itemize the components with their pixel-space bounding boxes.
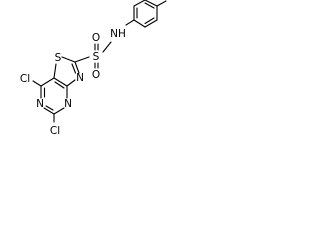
atom-labels: S S O O NH N N N Cl Cl [20,28,126,137]
bond-aryl-5-inner [144,17,155,25]
bond-aryl-5 [144,19,158,28]
atom-label-cl-bottom: Cl [50,125,60,137]
bond-aryl-6 [133,19,146,28]
bond-c7-cl [32,80,42,87]
atom-label-n-thiazole: N [76,72,84,84]
bond-s-nh [102,41,112,53]
bond-c2-n3-inner [71,63,77,74]
bond-n3-c3a [66,79,76,87]
atom-label-nh: NH [110,28,126,40]
atom-label-cl-top: Cl [20,73,30,85]
bond-c7-c7a [40,77,55,87]
atom-label-s-ring: S [55,52,62,64]
bond-c5-n6-inner [45,105,54,111]
molecular-structure-diagram: S S O O NH N N N Cl Cl [20,0,167,137]
bond-c2-n3 [74,61,80,74]
bond-aryl-3 [144,0,158,7]
bond-c2-s-sulfonyl [74,56,90,63]
atom-label-o-bottom: O [92,69,100,81]
bond-c7a-s1 [53,63,57,79]
atom-label-s-sulfonyl: S [93,51,100,63]
bond-c5-n6 [43,107,55,115]
bond-aryl-2 [133,0,146,7]
bond-aryl-methyl [156,0,167,7]
bond-c7a-c3a-inner [54,81,65,89]
bond-aryl-3-inner [144,2,155,9]
bonds [32,0,167,123]
bond-s1-c2 [61,56,76,63]
atom-label-n-pyrimidine-right: N [64,98,72,110]
bond-c7a-c3a [53,77,68,87]
bond-nh-aryl [125,19,135,26]
atom-label-n-pyrimidine-left: N [36,98,44,110]
atom-label-o-top: O [92,32,100,44]
bond-n4-c5 [53,107,65,115]
